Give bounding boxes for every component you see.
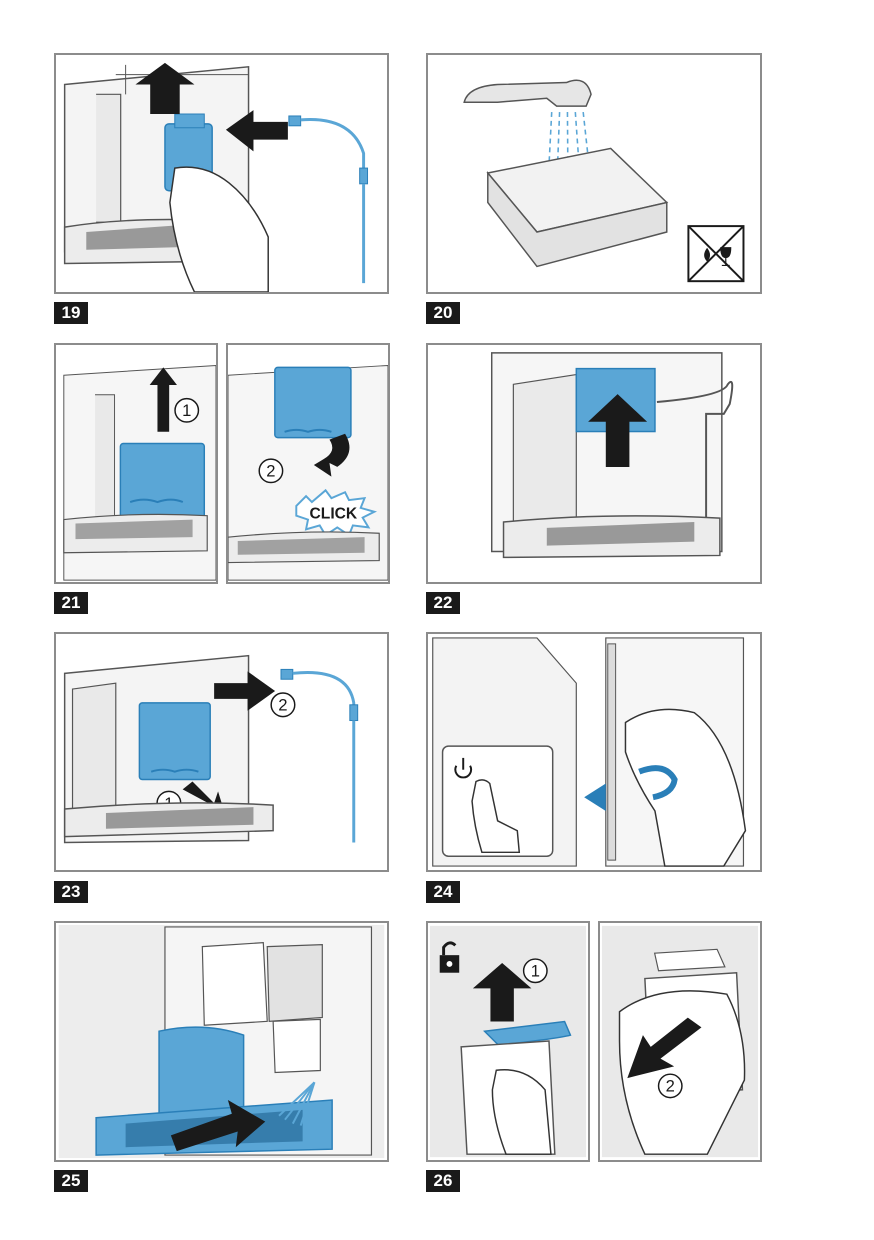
step-circle-2: 2 [266, 462, 275, 481]
step-26-illustration-a: 1 [426, 921, 590, 1162]
hose [292, 671, 356, 705]
step-23-illustration: 1 2 [54, 632, 389, 872]
step-21-illustration-b: 2 CLICK [226, 343, 390, 584]
arrow-icon [638, 765, 678, 801]
water-tank [487, 170, 668, 268]
step-circle-2: 2 [278, 696, 287, 715]
unlock-icon [439, 941, 460, 973]
arrow-icon [149, 367, 177, 432]
step-25-drawing [58, 924, 385, 1159]
step-21a-drawing: 1 [63, 364, 216, 581]
step-circle-1: 1 [531, 962, 540, 981]
arrow-icon [214, 671, 276, 711]
step-number: 20 [426, 302, 460, 324]
arrow-icon [135, 62, 195, 115]
hose [656, 380, 734, 523]
step-25-illustration [54, 921, 389, 1162]
step-26b-drawing: 2 [601, 925, 759, 1158]
arrow-icon [313, 433, 350, 477]
step-number: 26 [426, 1170, 460, 1192]
filter-cartridge [274, 366, 352, 439]
step-number: 22 [426, 592, 460, 614]
step-19-illustration [54, 53, 389, 294]
arrow-icon [588, 394, 648, 467]
step-24-illustration [426, 632, 762, 872]
step-22-drawing [490, 352, 734, 559]
hand [491, 1069, 552, 1155]
click-callout [295, 488, 378, 537]
step-24-drawing [432, 637, 747, 867]
hand [618, 990, 746, 1155]
hose [300, 118, 366, 169]
step-21b-drawing: 2 CLICK [228, 364, 388, 581]
step-26a-drawing: 1 [429, 925, 587, 1158]
step-22-illustration [426, 343, 762, 584]
arrow-icon [472, 962, 532, 1022]
hand [624, 708, 747, 867]
faucet [463, 79, 592, 107]
step-19-drawing [63, 62, 369, 292]
step-23-drawing: 1 2 [63, 654, 359, 844]
step-26-illustration-b: 2 [598, 921, 762, 1162]
step-number: 23 [54, 881, 88, 903]
step-21-illustration-a: 1 [54, 343, 218, 584]
step-number: 19 [54, 302, 88, 324]
drip-tray [158, 1026, 245, 1121]
step-20-illustration [426, 53, 762, 294]
step-number: 21 [54, 592, 88, 614]
click-label: CLICK [310, 506, 358, 523]
step-number: 25 [54, 1170, 88, 1192]
step-circle-2: 2 [666, 1077, 675, 1096]
filter-cartridge [138, 702, 211, 781]
filter-cartridge [119, 442, 206, 519]
power-icon [454, 757, 473, 779]
hand [169, 166, 269, 292]
step-20-drawing [463, 79, 745, 283]
step-circle-1: 1 [182, 401, 191, 420]
arrow-icon [627, 1017, 702, 1079]
arrow-icon [225, 110, 288, 152]
step-number: 24 [426, 881, 460, 903]
arrow-icon [170, 1100, 266, 1152]
